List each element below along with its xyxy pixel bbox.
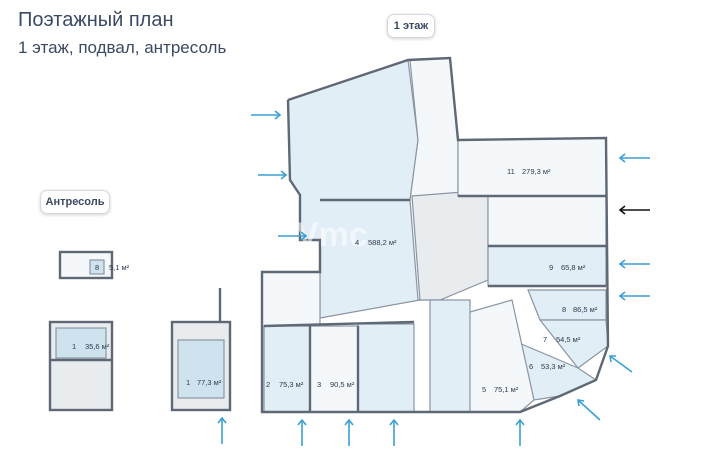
room-label-7: 7 54,5 м² (543, 335, 581, 344)
entrance-arrow-right-2[interactable] (618, 259, 650, 269)
svg-text:75,3 м²: 75,3 м² (279, 380, 304, 389)
svg-text:3: 3 (317, 380, 321, 389)
room-label-8: 8 86,5 м² (562, 305, 598, 314)
svg-text:53,3 м²: 53,3 м² (541, 362, 566, 371)
floor-tab-1[interactable]: 1 этаж (387, 14, 435, 38)
entrance-arrow-bottom-5[interactable] (515, 418, 525, 446)
room-label-5: 5 75,1 м² (482, 385, 519, 394)
entrance-arrow-left-top[interactable] (251, 110, 282, 120)
svg-text:35,6 м²: 35,6 м² (85, 342, 110, 351)
svg-text:75,1 м²: 75,1 м² (494, 385, 519, 394)
svg-text:8: 8 (95, 263, 99, 272)
main-entrance-arrow[interactable] (618, 205, 650, 215)
mezzanine-plan-room-8[interactable] (58, 250, 114, 280)
svg-text:4: 4 (355, 238, 359, 247)
entrance-arrow-left-low[interactable] (278, 231, 308, 241)
watermark: Vmc (296, 216, 368, 254)
svg-text:279,3 м²: 279,3 м² (522, 167, 551, 176)
svg-text:86,5 м²: 86,5 м² (573, 305, 598, 314)
entrance-arrow-diag-2[interactable] (577, 399, 601, 421)
svg-text:8: 8 (562, 305, 566, 314)
entrance-arrow-bottom-2[interactable] (297, 418, 307, 446)
room-9[interactable] (487, 245, 607, 287)
room-label-1: 1 77,3 м² (186, 378, 222, 387)
room-label-2: 2 75,3 м² (266, 380, 304, 389)
entrance-arrow-left-mid[interactable] (258, 170, 288, 180)
svg-text:5: 5 (482, 385, 486, 394)
entrance-arrow-bottom-3b[interactable] (389, 418, 399, 446)
entrance-arrow-right-1[interactable] (618, 153, 650, 163)
entrance-arrow-bottom-3[interactable] (344, 418, 354, 446)
basement-plan-room-1[interactable] (170, 288, 232, 412)
svg-text:2: 2 (266, 380, 270, 389)
svg-text:9: 9 (549, 263, 553, 272)
svg-text:90,5 м²: 90,5 м² (330, 380, 355, 389)
corridor (409, 57, 489, 301)
svg-text:1: 1 (72, 342, 76, 351)
svg-text:11: 11 (507, 167, 515, 176)
svg-text:1: 1 (186, 378, 190, 387)
entrance-arrow-right-3[interactable] (618, 291, 650, 301)
page-title: Поэтажный план (18, 9, 174, 31)
svg-text:588,2 м²: 588,2 м² (368, 238, 397, 247)
entrance-arrow-bottom-1[interactable] (217, 416, 227, 444)
room-3[interactable] (309, 325, 359, 413)
room-10[interactable] (487, 195, 607, 247)
svg-text:6: 6 (529, 362, 533, 371)
svg-text:77,3 м²: 77,3 м² (197, 378, 222, 387)
mezzanine-plan-room-1[interactable] (48, 320, 114, 412)
room-5[interactable] (467, 299, 535, 413)
mezzanine-tab[interactable]: Антресоль (40, 190, 110, 214)
room-3b[interactable] (357, 323, 415, 413)
svg-text:65,8 м²: 65,8 м² (561, 263, 586, 272)
svg-text:54,5 м²: 54,5 м² (556, 335, 581, 344)
room-label-9: 9 65,8 м² (549, 263, 586, 272)
room-2[interactable] (263, 325, 311, 413)
mezz-label-1: 1 35,6 м² (72, 342, 110, 351)
svg-text:7: 7 (543, 335, 547, 344)
left-wing (261, 271, 471, 413)
mezz-label-8: 8 5,1 м² (95, 263, 130, 272)
page-subtitle: 1 этаж, подвал, антресоль (18, 38, 227, 57)
entrance-arrow-diag-1[interactable] (609, 355, 633, 373)
room-label-6: 6 53,3 м² (529, 362, 566, 371)
room-label-4: 4 588,2 м² (355, 238, 397, 247)
room-label-3: 3 90,5 м² (317, 380, 355, 389)
room-label-11: 11 279,3 м² (507, 167, 551, 176)
svg-text:5,1 м²: 5,1 м² (109, 263, 130, 272)
